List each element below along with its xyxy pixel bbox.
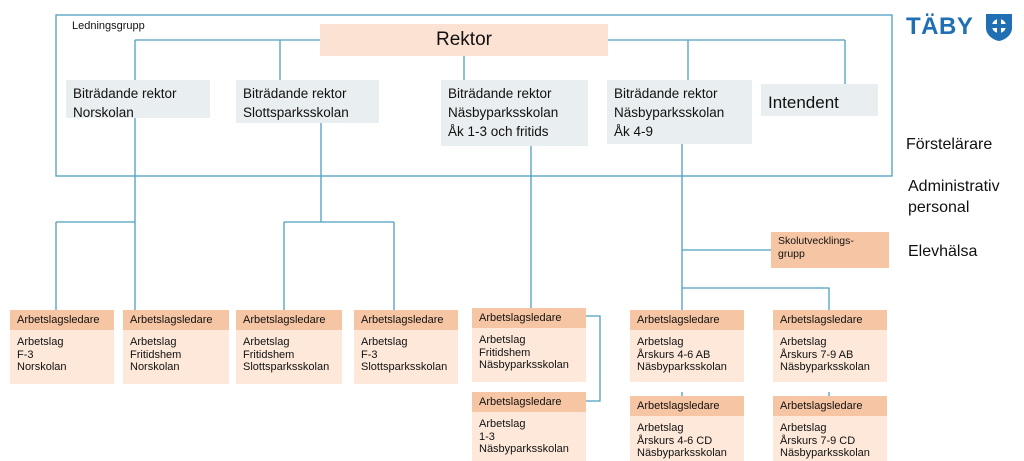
team-header: Arbetslagsledare — [630, 396, 744, 416]
admin-label: Administrativ personal — [908, 176, 1000, 218]
deputy-title: Biträdande rektor — [448, 86, 552, 101]
team-line: Norskolan — [130, 361, 180, 373]
team-line: Näsbyparksskolan — [479, 359, 569, 371]
deputy-norskolan: Biträdande rektor Norskolan — [66, 80, 210, 120]
team-line: Arbetslag — [361, 336, 408, 348]
team-header: Arbetslagsledare — [472, 308, 586, 328]
branch-nasby-13 — [530, 146, 601, 402]
shield-icon — [986, 14, 1012, 41]
logo-text: TÄBY — [906, 13, 974, 40]
team-line: Näsbyparksskolan — [637, 447, 727, 459]
team-line: 1-3 — [479, 430, 495, 443]
team-line: Fritidshem — [243, 348, 295, 361]
deputy-title: Biträdande rektor — [73, 86, 177, 101]
leadership-frame — [55, 14, 893, 177]
branch-norskolan — [55, 118, 136, 310]
branch-nasby-49 — [681, 144, 830, 396]
team-header: Arbetslagsledare — [354, 310, 458, 330]
team-header: Arbetslagsledare — [472, 392, 586, 412]
rektor-bus — [134, 39, 846, 84]
team-card-46cd-nasby: Arbetslagsledare Arbetslag Årskurs 4-6 C… — [630, 396, 744, 461]
team-header: Arbetslagsledare — [10, 310, 114, 330]
team-line: Slottsparksskolan — [361, 361, 448, 373]
team-line: Arbetslag — [479, 418, 526, 430]
team-body: Arbetslag F-3 Slottsparksskolan — [354, 330, 458, 374]
team-line: F-3 — [17, 348, 34, 361]
team-body: Arbetslag Årskurs 4-6 CD Näsbyparksskola… — [630, 416, 744, 460]
team-line: Arbetslag — [637, 336, 684, 348]
team-card-79ab-nasby: Arbetslagsledare Arbetslag Årskurs 7-9 A… — [773, 310, 887, 382]
group-label: Ledningsgrupp — [72, 20, 145, 32]
team-line: Näsbyparksskolan — [780, 361, 870, 373]
team-body: Arbetslag F-3 Norskolan — [10, 330, 114, 374]
team-card-79cd-nasby: Arbetslagsledare Arbetslag Årskurs 7-9 C… — [773, 396, 887, 461]
intendent-box: Intendent — [761, 84, 878, 116]
team-card-f3-norskolan: Arbetslagsledare Arbetslag F-3 Norskolan — [10, 310, 114, 384]
team-header: Arbetslagsledare — [236, 310, 342, 330]
team-card-46ab-nasby: Arbetslagsledare Arbetslag Årskurs 4-6 A… — [630, 310, 744, 382]
team-line: Årskurs 7-9 AB — [780, 348, 854, 361]
team-line: Näsbyparksskolan — [780, 447, 870, 459]
team-body: Arbetslag 1-3 Näsbyparksskolan — [472, 412, 586, 456]
team-line: Arbetslag — [637, 422, 684, 434]
team-line: Årskurs 4-6 AB — [637, 348, 711, 361]
deputy-school: Näsbyparksskolan — [614, 105, 725, 120]
deputy-grades: Åk 4-9 — [614, 124, 654, 139]
team-line: Arbetslag — [780, 336, 827, 348]
team-header: Arbetslagsledare — [123, 310, 229, 330]
taby-logo: TÄBY — [906, 11, 1022, 43]
team-body: Arbetslag Årskurs 7-9 AB Näsbyparksskola… — [773, 330, 887, 374]
skolutveckling-line-2: grupp — [778, 248, 805, 260]
deputy-school: Slottsparksskolan — [243, 105, 349, 120]
elevhalsa-label: Elevhälsa — [908, 243, 978, 260]
team-line: Arbetslag — [479, 334, 526, 346]
team-header: Arbetslagsledare — [773, 396, 887, 416]
team-body: Arbetslag Årskurs 7-9 CD Näsbyparksskola… — [773, 416, 887, 460]
team-card-fritids-slottspark: Arbetslagsledare Arbetslag Fritidshem Sl… — [236, 310, 342, 384]
team-line: Slottsparksskolan — [243, 361, 330, 373]
team-line: Arbetslag — [17, 336, 64, 348]
team-line: Fritidshem — [130, 348, 182, 361]
deputy-school: Norskolan — [73, 105, 134, 120]
team-body: Arbetslag Fritidshem Norskolan — [123, 330, 229, 374]
team-line: Näsbyparksskolan — [637, 361, 727, 373]
rektor-box: Rektor — [320, 24, 608, 56]
team-line: Arbetslag — [243, 336, 290, 348]
team-header: Arbetslagsledare — [630, 310, 744, 330]
team-line: Norskolan — [17, 361, 67, 373]
skolutveckling-box: Skolutvecklings- grupp — [771, 232, 889, 268]
team-header: Arbetslagsledare — [773, 310, 887, 330]
team-line: Näsbyparksskolan — [479, 443, 569, 455]
team-line: F-3 — [361, 348, 378, 361]
branch-slottspark — [283, 123, 395, 310]
team-body: Arbetslag Årskurs 4-6 AB Näsbyparksskola… — [630, 330, 744, 374]
team-card-f3-slottspark: Arbetslagsledare Arbetslag F-3 Slottspar… — [354, 310, 458, 384]
deputy-school: Näsbyparksskolan — [448, 105, 559, 120]
team-body: Arbetslag Fritidshem Slottsparksskolan — [236, 330, 342, 374]
team-line: Årskurs 7-9 CD — [780, 434, 856, 447]
team-card-fritids-norskolan: Arbetslagsledare Arbetslag Fritidshem No… — [123, 310, 229, 384]
skolutveckling-line-1: Skolutvecklings- — [778, 235, 854, 247]
admin-line-2: personal — [908, 199, 970, 216]
deputy-title: Biträdande rektor — [243, 86, 347, 101]
team-card-fritids-nasby: Arbetslagsledare Arbetslag Fritidshem Nä… — [472, 308, 586, 382]
team-line: Arbetslag — [130, 336, 177, 348]
deputy-nasby-49: Biträdande rektor Näsbyparksskolan Åk 4-… — [607, 80, 752, 144]
team-line: Arbetslag — [780, 422, 827, 434]
team-line: Årskurs 4-6 CD — [637, 434, 713, 447]
deputy-slottspark: Biträdande rektor Slottsparksskolan — [236, 80, 379, 123]
team-body: Arbetslag Fritidshem Näsbyparksskolan — [472, 328, 586, 372]
deputy-grades: Åk 1-3 och fritids — [448, 124, 549, 139]
team-line: Fritidshem — [479, 346, 531, 359]
deputy-nasby-13: Biträdande rektor Näsbyparksskolan Åk 1-… — [441, 80, 588, 146]
deputy-title: Biträdande rektor — [614, 86, 718, 101]
team-card-13-nasby: Arbetslagsledare Arbetslag 1-3 Näsbypark… — [472, 392, 586, 461]
admin-line-1: Administrativ — [908, 178, 1000, 195]
forstelarare-label: Förstelärare — [906, 136, 993, 153]
